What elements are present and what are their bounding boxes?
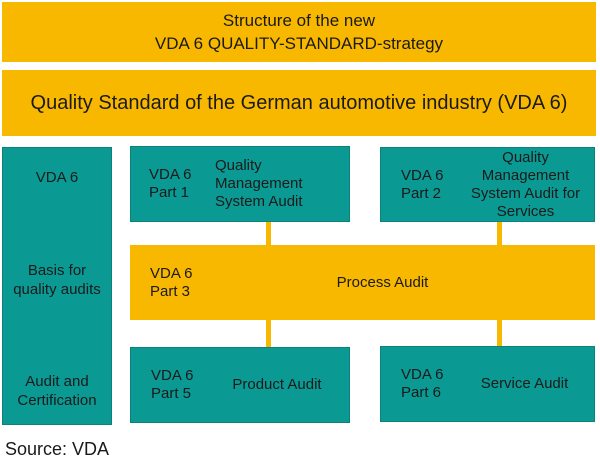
subtitle-banner: Quality Standard of the German automotiv… (2, 70, 596, 136)
connector-part3-part5 (266, 320, 271, 347)
subtitle-text: Quality Standard of the German automotiv… (30, 92, 568, 114)
part3-audit-label: Process Audit (336, 273, 429, 291)
box-vda6-part5: VDA 6 Part 5 Product Audit (130, 347, 350, 423)
vda6-label: VDA 6 (35, 169, 79, 186)
connector-part1-part3 (266, 222, 271, 245)
part5-label: VDA 6 Part 5 (151, 367, 194, 402)
box-vda6-part2: VDA 6 Part 2 Quality Management System A… (380, 147, 595, 222)
source-attribution: Source: VDA (5, 439, 110, 459)
connector-part3-part6 (497, 320, 502, 346)
basis-for-quality-audits-label: Basis for quality audits (13, 261, 101, 298)
main-title-line1: Structure of the new (222, 11, 376, 30)
box-vda6-part6: VDA 6 Part 6 Service Audit (380, 346, 595, 422)
main-title-banner: Structure of the new VDA 6 QUALITY-STAND… (2, 2, 596, 62)
part2-audit-label: Quality Management System Audit for Serv… (470, 148, 581, 220)
audit-and-certification-label: Audit and Certification (17, 373, 97, 409)
part1-label: VDA 6 Part 1 (149, 166, 192, 201)
part6-audit-label: Service Audit (480, 375, 569, 392)
part3-label: VDA 6 Part 3 (150, 264, 193, 300)
part1-audit-label: Quality Management System Audit (215, 157, 303, 210)
part6-label: VDA 6 Part 6 (401, 366, 444, 401)
main-title-line2: VDA 6 QUALITY-STANDARD-strategy (154, 34, 444, 53)
connector-part2-part3 (497, 222, 502, 245)
box-vda6-part1: VDA 6 Part 1 Quality Management System A… (130, 146, 350, 222)
part2-label: VDA 6 Part 2 (401, 166, 444, 202)
part5-audit-label: Product Audit (232, 376, 322, 393)
vda6-basis-column: VDA 6 Basis for quality audits Audit and… (2, 147, 112, 425)
box-vda6-part3: VDA 6 Part 3 Process Audit (130, 245, 595, 320)
